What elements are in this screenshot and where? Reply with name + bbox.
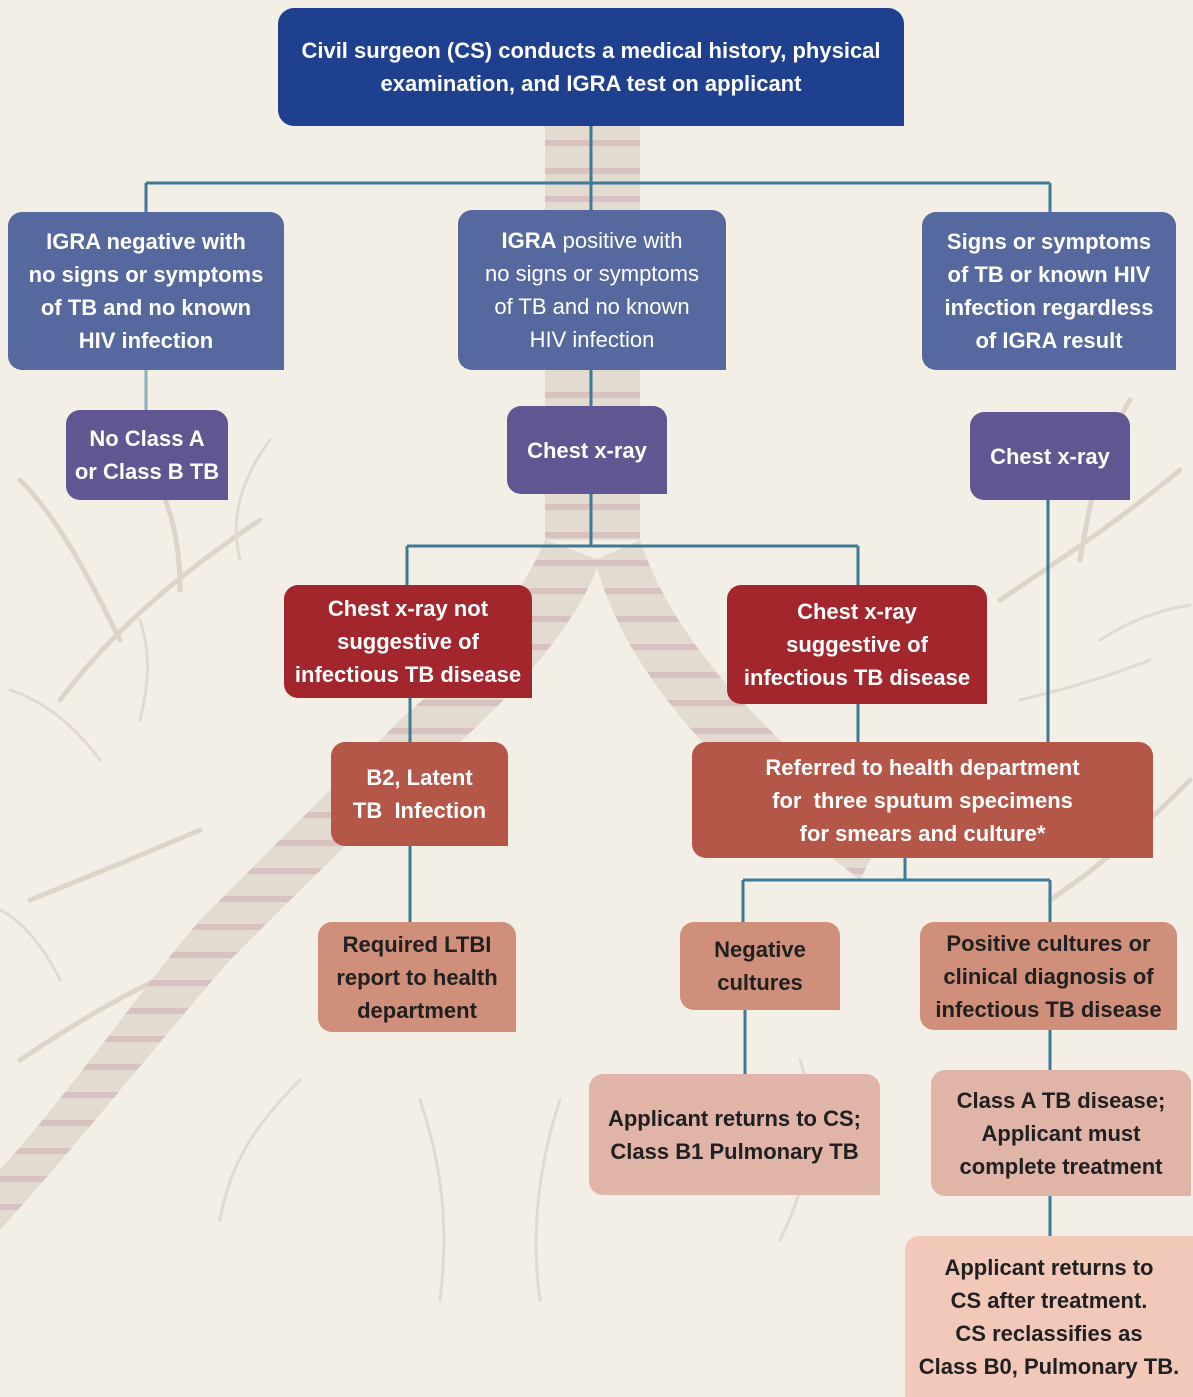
- node-text: department: [357, 997, 477, 1023]
- node-igra-positive: IGRA positive with no signs or symptoms …: [458, 210, 726, 370]
- node-text: Civil surgeon (CS) conducts a medical hi…: [301, 38, 881, 63]
- node-xray-suggestive: Chest x-ray suggestive of infectious TB …: [727, 585, 987, 704]
- node-referred-health-dept: Referred to health department for three …: [692, 742, 1153, 858]
- node-text: Chest x-ray: [797, 599, 917, 624]
- node-text: of TB and no known: [40, 295, 252, 320]
- node-class-a: Class A TB disease; Applicant must compl…: [931, 1070, 1191, 1196]
- node-text: Class B0, Pulmonary TB.: [918, 1353, 1180, 1379]
- node-text: or Class B TB: [74, 459, 220, 484]
- node-igra-negative: IGRA negative with no signs or symptoms …: [8, 212, 284, 370]
- node-text: complete treatment: [959, 1153, 1163, 1179]
- node-text: report to health: [336, 964, 498, 990]
- node-text-emphasis: IGRA: [501, 228, 557, 253]
- node-text: Negative: [714, 937, 806, 962]
- node-signs-symptoms: Signs or symptoms of TB or known HIV inf…: [922, 212, 1176, 370]
- node-text: Applicant returns to CS;: [607, 1105, 861, 1131]
- node-negative-cultures: Negative cultures: [680, 922, 840, 1010]
- node-text: CS reclassifies as: [955, 1320, 1143, 1346]
- node-text: of IGRA result: [975, 328, 1123, 353]
- node-text: HIV infection: [529, 327, 655, 352]
- node-text: IGRA negative with: [46, 229, 246, 254]
- node-initial-exam: Civil surgeon (CS) conducts a medical hi…: [278, 8, 904, 126]
- node-returns-b1: Applicant returns to CS; Class B1 Pulmon…: [589, 1074, 880, 1195]
- node-text: suggestive of: [786, 632, 928, 657]
- node-text: HIV infection: [78, 328, 214, 353]
- node-text: Referred to health department: [765, 754, 1080, 780]
- node-text: Class A TB disease;: [956, 1087, 1166, 1113]
- node-text: infection regardless: [944, 295, 1154, 320]
- node-text: no signs or symptoms: [485, 261, 699, 286]
- node-text: infectious TB disease: [743, 665, 971, 690]
- node-text: for smears and culture*: [799, 820, 1046, 846]
- node-ltbi-report: Required LTBI report to health departmen…: [318, 922, 516, 1032]
- node-text: Required LTBI: [342, 931, 492, 957]
- node-text: no signs or symptoms: [28, 262, 264, 287]
- node-text: Applicant must: [981, 1120, 1141, 1146]
- node-b2-latent: B2, Latent TB Infection: [331, 742, 508, 846]
- node-text: Signs or symptoms: [946, 229, 1152, 254]
- node-positive-cultures: Positive cultures or clinical diagnosis …: [920, 922, 1177, 1030]
- node-text: Class B1 Pulmonary TB: [610, 1138, 859, 1164]
- node-text: cultures: [717, 970, 803, 995]
- node-xray-not-suggestive: Chest x-ray not suggestive of infectious…: [284, 585, 532, 698]
- node-text: clinical diagnosis of: [943, 963, 1154, 989]
- node-text: infectious TB disease: [294, 662, 522, 687]
- node-text: examination, and IGRA test on applicant: [380, 71, 802, 96]
- node-no-class: No Class A or Class B TB: [66, 410, 228, 500]
- node-text: Applicant returns to: [944, 1254, 1154, 1280]
- node-text: CS after treatment.: [950, 1287, 1148, 1313]
- node-text: Positive cultures or: [946, 930, 1151, 956]
- node-returns-b0: Applicant returns to CS after treatment.…: [905, 1236, 1193, 1397]
- node-text: B2, Latent: [366, 765, 473, 790]
- node-text: Chest x-ray: [527, 437, 647, 463]
- node-text: No Class A: [89, 426, 205, 451]
- node-text: Chest x-ray not: [327, 596, 489, 621]
- node-text: Chest x-ray: [990, 443, 1110, 469]
- node-text: for three sputum specimens: [772, 787, 1073, 813]
- node-text: of TB and no known: [494, 294, 690, 319]
- node-text: TB Infection: [352, 798, 487, 823]
- node-chest-xray-right: Chest x-ray: [970, 412, 1130, 500]
- node-chest-xray-center: Chest x-ray: [507, 406, 667, 494]
- node-text: IGRA positive with: [501, 228, 683, 253]
- node-text: of TB or known HIV: [947, 262, 1151, 287]
- node-text: infectious TB disease: [935, 996, 1162, 1022]
- node-text: suggestive of: [337, 629, 479, 654]
